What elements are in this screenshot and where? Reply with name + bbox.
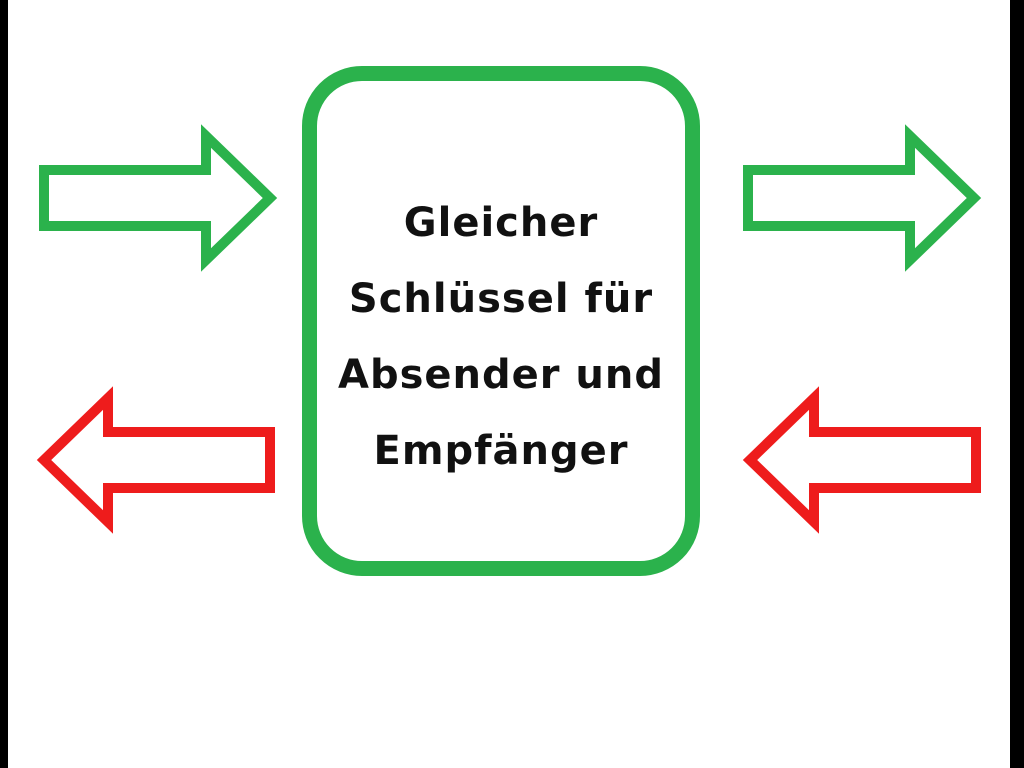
box-line-2: Schlüssel für	[348, 276, 654, 322]
red-left-arrow-right	[742, 386, 981, 534]
box-line-3: Absender und	[337, 352, 664, 398]
box-line-1: Gleicher	[403, 200, 599, 246]
shared-key-box: Gleicher Schlüssel für Absender und Empf…	[302, 66, 700, 576]
box-line-4: Empfänger	[373, 428, 629, 474]
green-right-arrow-left	[39, 124, 278, 272]
box-label: Gleicher Schlüssel für Absender und Empf…	[317, 185, 685, 489]
red-left-arrow-left	[36, 386, 275, 534]
green-right-arrow-right	[743, 124, 982, 272]
diagram-canvas: Gleicher Schlüssel für Absender und Empf…	[8, 0, 1010, 768]
